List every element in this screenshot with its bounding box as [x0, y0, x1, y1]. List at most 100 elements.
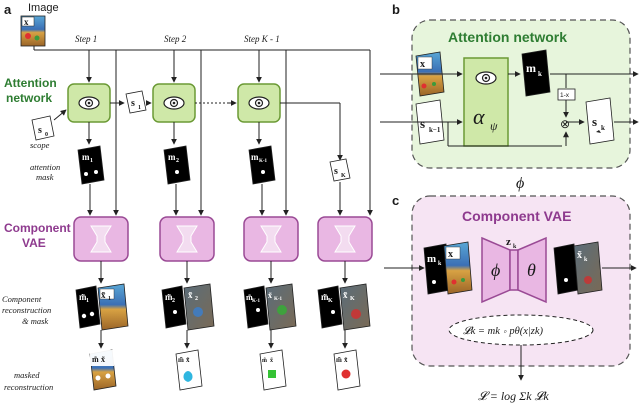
svg-text:2: 2: [172, 298, 175, 304]
loss-total-formula: 𝓛 = log Σk 𝓛k: [478, 389, 549, 403]
component-recon-2: m̃ 2 x̃ 2: [161, 283, 215, 331]
scope-label: scope: [30, 140, 50, 150]
panel-label-b: b: [392, 2, 400, 17]
svg-text:K-1: K-1: [252, 299, 261, 304]
svg-text:m̃: m̃: [165, 292, 173, 302]
svg-text:1: 1: [86, 298, 89, 304]
attention-box-2: [152, 83, 196, 123]
svg-text:x̃: x̃: [101, 290, 106, 300]
svg-text:K: K: [328, 298, 333, 304]
svg-text:1: 1: [138, 105, 141, 111]
component-recon-1: m̃ 1 x̃ 1: [75, 283, 129, 331]
encoder-phi: ϕ: [491, 260, 500, 280]
svg-text:x̃: x̃: [270, 358, 273, 364]
svg-text:m̃: m̃: [178, 356, 184, 364]
panel-c-x: x: [448, 249, 453, 260]
one-minus-x-box: 1-x: [560, 92, 570, 99]
loss-k-formula: 𝓛k = mk ∘ pθ(x|zk): [463, 326, 544, 337]
component-recon-label-line3: & mask: [22, 316, 48, 326]
eye-icon: [475, 71, 497, 85]
svg-text:1: 1: [108, 296, 111, 302]
attention-mask-k-minus-1: m K-1: [248, 145, 276, 185]
panel-c-phi-top: ϕ: [516, 175, 524, 192]
masked-recon-1: m̃ x̃: [89, 349, 117, 391]
attention-mask-2: m 2: [163, 145, 191, 185]
attention-network-label-line2: network: [6, 91, 52, 105]
panel-b-sk-sub: k: [601, 124, 605, 132]
component-vae-label-line2: VAE: [22, 236, 46, 250]
svg-text:K-1: K-1: [259, 159, 268, 164]
latent-zk: z: [506, 236, 511, 248]
svg-text:K: K: [350, 296, 355, 302]
svg-text:x̃: x̃: [188, 290, 193, 300]
svg-text:m: m: [82, 152, 90, 162]
panel-c-title: Component VAE: [462, 208, 571, 224]
vae-box-1: [73, 216, 129, 262]
attention-box-1: [67, 83, 111, 123]
scope-s0: s 0: [31, 115, 55, 141]
svg-text:0: 0: [45, 132, 48, 138]
svg-text:m̃: m̃: [79, 292, 87, 302]
attention-mask-label-line2: mask: [36, 172, 54, 182]
panel-label-c: c: [392, 193, 399, 208]
attention-mask-1: m 1: [77, 145, 105, 185]
eye-icon: [248, 96, 270, 110]
svg-text:m̃: m̃: [336, 356, 342, 364]
eye-icon: [163, 96, 185, 110]
svg-text:m̃: m̃: [92, 355, 99, 364]
panel-c-mk: m: [427, 253, 436, 265]
panel-b-mk-sub: k: [538, 70, 542, 78]
attention-network-label-line1: Attention: [4, 76, 57, 90]
decoder-theta: θ: [527, 260, 536, 280]
svg-text:m: m: [251, 152, 259, 162]
panel-b-mk: m: [526, 61, 536, 75]
svg-text:m̃: m̃: [246, 293, 253, 302]
svg-text:2: 2: [195, 296, 198, 302]
svg-text:s: s: [131, 98, 135, 109]
svg-text:s: s: [334, 166, 338, 177]
vae-box-2: [159, 216, 215, 262]
component-recon-k-minus-1: m̃ K-1 x̃ K-1: [243, 283, 297, 331]
scope-s1: s 1: [125, 90, 147, 114]
svg-text:K-1: K-1: [274, 297, 283, 302]
svg-text:x̃: x̃: [344, 356, 348, 364]
masked-recon-k: m̃ x̃: [333, 349, 361, 391]
component-recon-label-line1: Component: [2, 294, 42, 304]
component-vae-label-line1: Component: [4, 221, 71, 235]
svg-text:2: 2: [176, 158, 179, 164]
panel-c-component-vae: Component VAE m k x ϕ θ z k x̃ k 𝓛k = mk…: [384, 195, 637, 367]
masked-recon-label-line2: reconstruction: [4, 382, 53, 392]
svg-text:x̃: x̃: [343, 290, 348, 300]
panel-c-mk-sub: k: [438, 261, 442, 267]
svg-text:K: K: [341, 173, 346, 179]
eye-icon: [78, 96, 100, 110]
masked-recon-k-minus-1: m̃ x̃: [259, 349, 287, 391]
latent-zk-sub: k: [513, 244, 517, 250]
panel-c-xt: x̃: [577, 250, 582, 261]
panel-b-sk: s: [592, 114, 597, 129]
alpha-symbol: α: [473, 104, 485, 129]
panel-b-skm1-sub: k−1: [429, 126, 441, 134]
vae-box-k: [317, 216, 373, 262]
panel-c-xt-sub: k: [584, 257, 588, 263]
alpha-sub: ψ: [490, 119, 498, 133]
svg-text:1: 1: [90, 158, 93, 164]
svg-text:x̃: x̃: [101, 355, 105, 364]
vae-box-k-minus-1: [243, 216, 299, 262]
panel-b-title: Attention network: [448, 29, 567, 45]
component-recon-k: m̃ K x̃ K: [317, 283, 371, 331]
svg-text:m̃: m̃: [262, 358, 267, 364]
svg-text:s: s: [38, 125, 42, 136]
svg-text:m: m: [168, 152, 176, 162]
attention-mask-label-line1: attention: [30, 162, 60, 172]
step-k-minus-1-label: Step K - 1: [244, 34, 280, 44]
panel-label-a: a: [4, 2, 12, 17]
masked-recon-label-line1: masked: [14, 370, 40, 380]
step-1-label: Step 1: [75, 34, 97, 44]
scope-sk: s K: [329, 158, 351, 182]
image-label: Image: [28, 2, 59, 14]
x-symbol: x: [24, 17, 29, 27]
svg-text:x̃: x̃: [268, 291, 272, 300]
panel-b-attention-network: Attention network x α ψ s k−1 m k 1-x ⊗: [380, 19, 639, 169]
